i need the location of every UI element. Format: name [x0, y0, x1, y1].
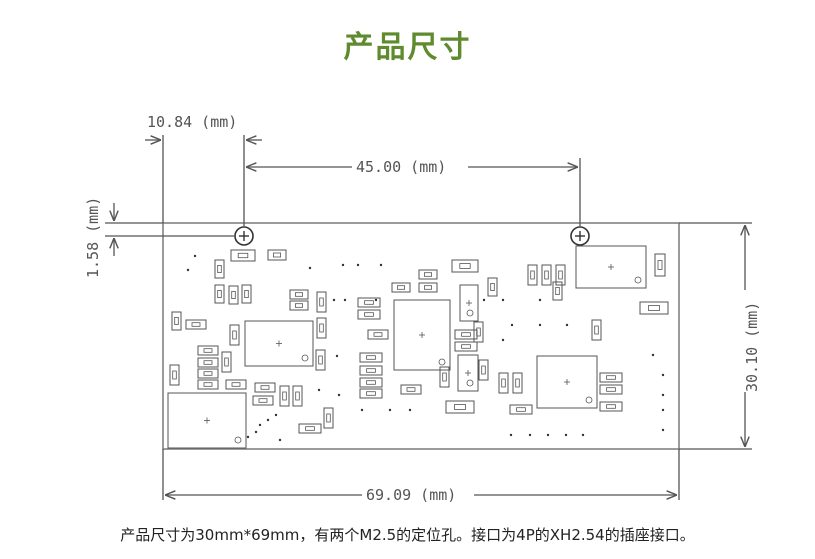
dimension-board-width: [162, 449, 680, 500]
dimension-hole-spacing: [246, 158, 581, 226]
dimension-label-board-height: 30.10 (mm): [743, 302, 761, 392]
dimension-label-hole-spacing: 45.00 (mm): [356, 158, 446, 176]
pcb-components: [167, 245, 669, 449]
mounting-hole-right: [570, 226, 590, 246]
mounting-hole-left: [234, 226, 254, 246]
dimension-hole-offset-y: [105, 203, 234, 256]
dimension-label-hole-offset-x: 10.84 (mm): [147, 113, 237, 131]
dimension-board-height: [679, 222, 752, 450]
page-title: 产品尺寸: [343, 30, 472, 65]
dimension-hole-offset-x: [145, 135, 262, 226]
dimension-label-board-width: 69.09 (mm): [366, 486, 456, 504]
board-outline: [162, 222, 680, 450]
product-caption: 产品尺寸为30mm*69mm，有两个M2.5的定位孔。接口为4P的XH2.54的…: [120, 526, 695, 544]
dimension-label-hole-offset-y: 1.58 (mm): [84, 197, 102, 278]
